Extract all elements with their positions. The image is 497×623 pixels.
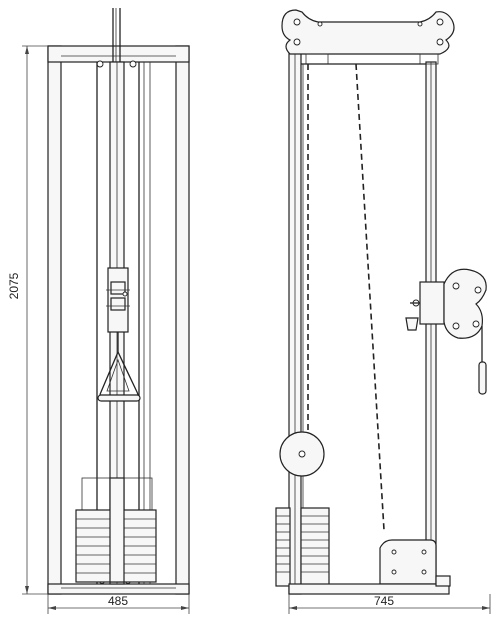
front-view [47,8,190,595]
base-plate [47,583,190,595]
triangle-handle [97,332,141,402]
side-pulley-carriage [405,268,487,339]
front-width-dimension: 485 [47,594,190,614]
side-width-dimension: 745 [288,594,491,614]
side-base [288,583,450,595]
top-crossbar [47,45,190,63]
side-width-label: 745 [374,594,394,608]
top-pulley-head [281,9,455,55]
dashed-cable [355,63,385,531]
right-upright [175,45,190,595]
top-bolt-left [96,60,104,68]
lower-pulley-housing [379,539,437,585]
side-handle [478,361,487,395]
weight-stack [75,477,157,583]
height-dimension: 2075 [7,45,48,595]
left-upright [47,45,62,595]
front-width-label: 485 [108,594,128,608]
top-bolt-right [129,60,137,68]
height-dimension-label: 2075 [7,272,21,299]
side-weight-stack [275,507,330,587]
side-view [275,9,487,595]
